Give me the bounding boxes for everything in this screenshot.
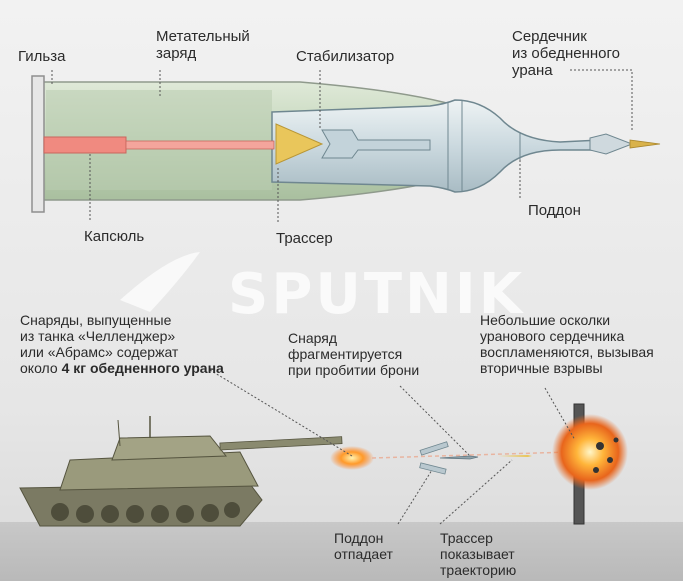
cartridge [31, 75, 661, 213]
primer-rod [43, 136, 127, 154]
note-tank: Снаряды, выпущенные из танка «Челленджер… [20, 312, 224, 376]
bottom-leader-lines [209, 369, 576, 525]
tank [19, 416, 343, 527]
igniter-tube [125, 140, 275, 150]
case-rim [31, 75, 45, 213]
muzzle-flash [330, 446, 374, 470]
watermark: SPUTNIK [228, 262, 526, 327]
note-sabot-falls: Поддон отпадает [334, 530, 393, 562]
label-tracer: Трассер [276, 230, 333, 247]
stabilizer-fin [321, 129, 431, 159]
note-fragment: Снаряд фрагментируется при пробитии брон… [288, 330, 420, 378]
label-primer: Капсюль [84, 228, 145, 245]
penetrator-in-flight [439, 455, 479, 460]
top-leader-lines [51, 69, 633, 222]
label-core: Сердечник из обедненного урана [512, 28, 620, 79]
projectile-sabot [271, 99, 601, 193]
label-case: Гильза [18, 48, 66, 65]
ground [0, 522, 683, 581]
explosion [552, 414, 628, 490]
label-charge: Метательный заряд [156, 28, 250, 62]
penetrator-core [589, 133, 634, 155]
note-shards: Небольшие осколки уранового сердечника в… [480, 312, 654, 376]
tracer-element [275, 123, 324, 165]
label-sabot: Поддон [528, 202, 581, 219]
uranium-amount: 4 кг обедненного урана [61, 360, 224, 376]
sabot-pieces [419, 441, 449, 475]
core-tip [629, 139, 661, 149]
trajectory-line [371, 451, 571, 459]
dart-in-flight [498, 455, 532, 457]
note-tracer-path: Трассер показывает траекторию [440, 530, 517, 578]
watermark-swoosh [120, 252, 200, 312]
label-stabilizer: Стабилизатор [296, 48, 395, 65]
